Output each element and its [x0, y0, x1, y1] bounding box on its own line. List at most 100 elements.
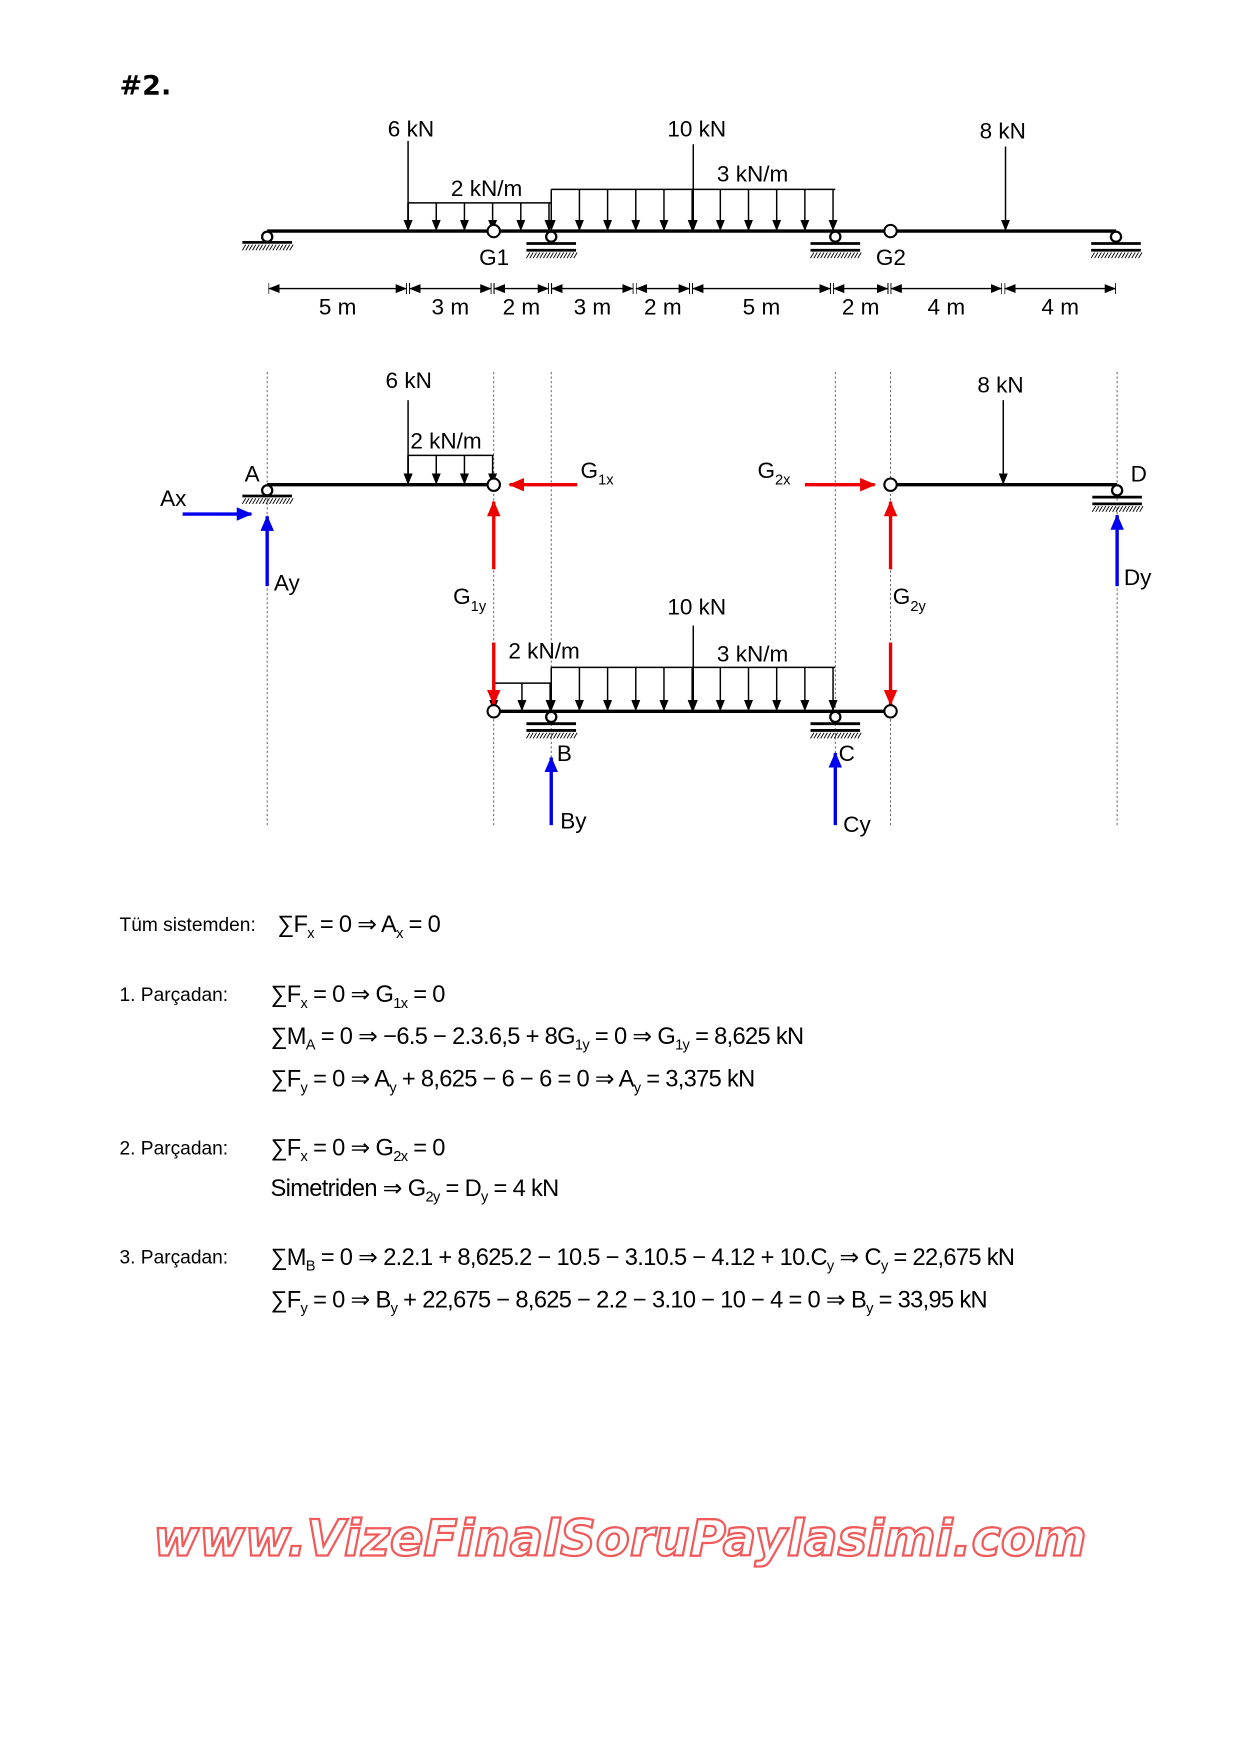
equation-text: ∑M: [271, 1024, 306, 1050]
hatch: [279, 498, 284, 505]
hatch: [539, 732, 544, 739]
hatch: [241, 244, 247, 251]
dimension-label: 5 m: [743, 295, 781, 320]
hatch: [542, 252, 548, 259]
equation-text: + 8,625 − 6 − 6 = 0 ⇒ A: [396, 1067, 635, 1093]
hatch: [258, 244, 264, 251]
equation-line: ∑Fx = 0 ⇒ G2x = 0: [271, 1135, 446, 1165]
support-pin-icon: [260, 230, 274, 243]
hatch: [1132, 505, 1137, 513]
support-c-roller-icon: [829, 710, 842, 724]
hatch: [1118, 505, 1124, 513]
subscript: x: [307, 926, 315, 942]
hatch: [1102, 505, 1107, 513]
dimension-label: 2 m: [503, 295, 541, 320]
equation-text: = 0 ⇒ A: [314, 912, 397, 938]
hatch: [1094, 252, 1099, 259]
hatch: [820, 732, 825, 739]
subscript: y: [391, 1301, 399, 1317]
hinge-g1-label: G1: [479, 245, 509, 270]
subscript: y: [481, 1190, 489, 1206]
hatch: [285, 244, 291, 251]
p3-load-label: 10 kN: [667, 594, 726, 619]
hatch: [258, 498, 264, 505]
hatch: [816, 732, 822, 739]
g1-hinge-icon: [486, 704, 501, 719]
hatch: [850, 252, 855, 259]
equation-text: = 3,375 kN: [640, 1067, 754, 1093]
equation-text: ∑F: [271, 1288, 301, 1314]
dy-label: Dy: [1124, 565, 1152, 590]
hinge-g2-icon: [883, 223, 898, 239]
subscript: x: [396, 926, 404, 942]
subscript: y: [389, 1080, 397, 1096]
equation-text: = 0 ⇒ −6.5 − 2.3.6,5 + 8G: [315, 1024, 575, 1050]
equation-text: ∑F: [271, 1135, 301, 1161]
hatch: [833, 732, 838, 739]
equation-text: = 0 ⇒ G: [589, 1024, 675, 1050]
support-d-roller-icon: [1109, 230, 1123, 243]
problem-number: #2.: [120, 71, 172, 102]
hatch: [823, 252, 828, 259]
g2y-label: G2y: [893, 584, 927, 615]
hatch: [241, 498, 247, 505]
equation-text: = 0 ⇒ 2.2.1 + 8,625.2 − 10.5 − 3.10.5 − …: [315, 1245, 828, 1271]
subscript: y: [301, 1301, 309, 1317]
equation-text: = 22,675 kN: [888, 1245, 1015, 1271]
hatch: [269, 244, 274, 251]
g2-hinge-icon: [883, 477, 898, 492]
hatch: [275, 498, 280, 505]
dimension-label: 5 m: [319, 295, 357, 320]
equation-text: + 22,675 − 8,625 − 2.2 − 3.10 − 10 − 4 =…: [397, 1288, 866, 1314]
subscript: B: [306, 1258, 315, 1274]
hatch: [265, 498, 270, 505]
hatch: [563, 732, 568, 739]
by-label: By: [560, 809, 587, 834]
hatch: [1104, 252, 1109, 259]
equation-line: ∑MB = 0 ⇒ 2.2.1 + 8,625.2 − 10.5 − 3.10.…: [271, 1245, 1015, 1275]
subscript: y: [866, 1301, 874, 1317]
hatch: [830, 732, 835, 739]
hatch: [252, 498, 257, 505]
dimension-label: 3 m: [574, 295, 612, 320]
hatch: [1139, 505, 1144, 513]
hatch: [1107, 252, 1112, 259]
hatch: [546, 732, 551, 739]
hatch: [553, 252, 558, 259]
dimension-label: 4 m: [1041, 295, 1079, 320]
subscript: 1y: [675, 1037, 690, 1053]
equation-text: = 0 ⇒ G: [307, 1135, 393, 1161]
equation-text: = D: [440, 1176, 481, 1202]
hatch: [843, 252, 849, 259]
hatch: [1129, 505, 1134, 513]
beam-diagrams: [182, 140, 1144, 826]
equation-text: = 0 ⇒ B: [307, 1288, 390, 1314]
p3-dist2-label: 3 kN/m: [717, 642, 788, 667]
hatch: [289, 244, 294, 251]
hatch: [282, 498, 287, 505]
equation-text: = 4 kN: [488, 1176, 559, 1202]
hatch: [272, 244, 277, 251]
hatch: [1124, 252, 1129, 259]
load-10kn-label: 10 kN: [667, 116, 726, 141]
point-d-label: D: [1131, 461, 1147, 486]
point-c-label: C: [839, 741, 855, 766]
hatch: [282, 244, 287, 251]
equation-text: = 33,95 kN: [873, 1288, 987, 1314]
hatch: [570, 252, 575, 259]
hatch: [810, 252, 815, 259]
equation-text: ∑F: [271, 1067, 301, 1093]
hatch: [1117, 252, 1123, 259]
hatch: [1095, 505, 1100, 513]
dimension-label: 4 m: [928, 295, 966, 320]
equation-line: ∑Fy = 0 ⇒ By + 22,675 − 8,625 − 2.2 − 3.…: [271, 1288, 987, 1318]
equation-text: = 0: [407, 982, 445, 1008]
hatch: [1111, 252, 1116, 259]
support-b-roller-icon: [545, 710, 558, 724]
subscript: x: [301, 1149, 309, 1165]
equation-text: ∑F: [277, 912, 307, 938]
hatch: [1121, 252, 1126, 259]
p2-load-label: 8 kN: [977, 372, 1023, 397]
hatch: [245, 498, 250, 505]
subscript: 1y: [575, 1037, 590, 1053]
